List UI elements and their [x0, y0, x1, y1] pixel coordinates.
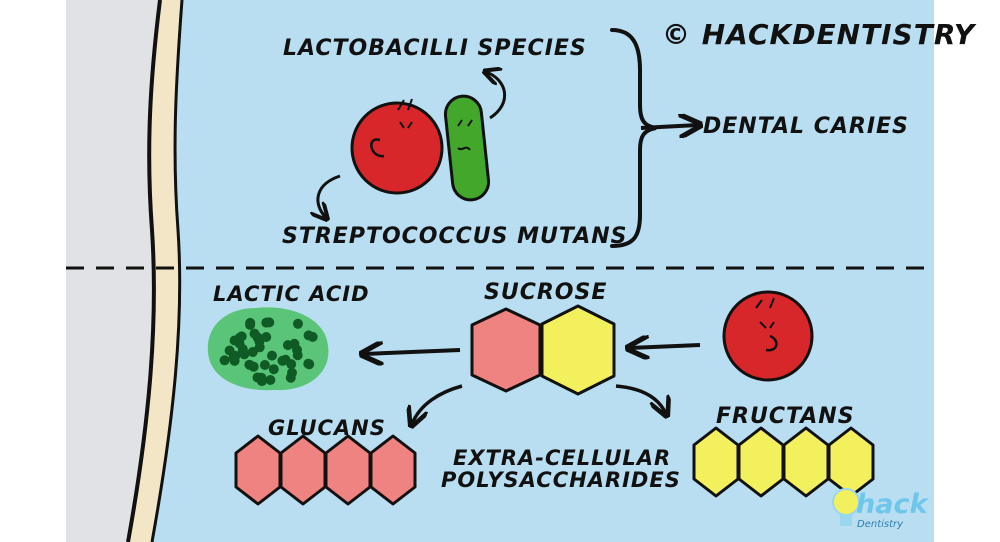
label-fructans: FRUCTANS	[716, 404, 855, 429]
glucan-ring	[279, 434, 327, 506]
label-dental-caries: DENTAL CARIES	[703, 114, 909, 139]
lactic-acid-dot	[230, 350, 241, 361]
lactic-acid-dot	[247, 347, 258, 357]
fructan-ring	[692, 426, 740, 498]
streptococcus-bacterium	[350, 98, 444, 195]
lactic-acid-dot	[267, 350, 277, 361]
lactic-acid-dot	[261, 332, 272, 342]
sucrose-fructose-ring	[540, 304, 616, 396]
label-streptococcus: STREPTOCOCCUS MUTANS	[282, 224, 628, 249]
fructan-ring	[737, 426, 785, 498]
logo-word: hack	[856, 489, 928, 520]
arrow-to-sucrose	[630, 345, 701, 348]
tooth-enamel-outline	[126, 0, 162, 542]
lactic-acid-dot	[238, 346, 249, 357]
logo-subtitle: Dentistry	[857, 519, 904, 530]
arrow-to-lactobacilli	[486, 72, 507, 120]
lactic-acid-dot	[259, 360, 270, 370]
arrow-to-lactic-acid	[364, 350, 461, 354]
glucan-ring	[234, 434, 282, 506]
lactic-acid-dot	[219, 355, 230, 366]
lactic-acid-dot	[254, 342, 265, 353]
label-epc-line2: POLYSACCHARIDES	[441, 468, 681, 492]
sucrose-glucose-ring	[470, 307, 542, 393]
lactic-acid-dot	[303, 330, 314, 341]
glucan-ring	[369, 434, 417, 506]
fructans-chain	[692, 426, 875, 498]
arrow-to-glucans	[412, 384, 463, 424]
arrow-to-fructans	[615, 384, 666, 414]
fructan-ring	[782, 426, 830, 498]
lactic-acid-dot	[265, 375, 276, 385]
lactic-acid-dot	[304, 359, 315, 370]
tooth-outer-outline	[150, 0, 184, 542]
label-lactic-acid: LACTIC ACID	[213, 282, 370, 306]
label-glucans: GLUCANS	[268, 416, 386, 440]
arrow-to-streptococcus	[318, 174, 341, 218]
hackdentistry-logo-icon	[832, 488, 860, 526]
label-lactobacilli: LACTOBACILLI SPECIES	[283, 36, 587, 61]
lactic-acid-dot	[293, 318, 303, 329]
lactic-acid-dots	[219, 317, 318, 387]
lactic-acid-dot	[286, 359, 297, 370]
glucan-ring	[324, 434, 372, 506]
streptococcus-bottom	[722, 290, 814, 382]
lactic-acid-dot	[245, 317, 256, 328]
lactic-acid-dot	[292, 344, 302, 355]
lactobacillus-bacterium	[443, 94, 491, 202]
lactic-acid-dot	[236, 331, 247, 342]
lactic-acid-dot	[256, 376, 267, 387]
fructan-ring	[827, 426, 875, 498]
label-sucrose: SUCROSE	[484, 280, 608, 305]
copyright-credit: © HACKDENTISTRY	[662, 18, 976, 51]
lactic-acid-dot	[248, 361, 259, 372]
lactic-acid-dot	[261, 317, 272, 328]
sucrose-molecule	[470, 304, 616, 396]
glucans-chain	[234, 434, 417, 506]
caries-arrow	[640, 125, 698, 128]
lactic-acid-dot	[249, 328, 260, 339]
lactic-acid-dot	[268, 364, 279, 375]
tooth-wall	[66, 0, 160, 542]
label-epc-line1: EXTRA-CELLULAR	[453, 446, 672, 470]
lactic-acid-dot	[287, 367, 297, 378]
lactic-acid-dot	[277, 355, 288, 366]
